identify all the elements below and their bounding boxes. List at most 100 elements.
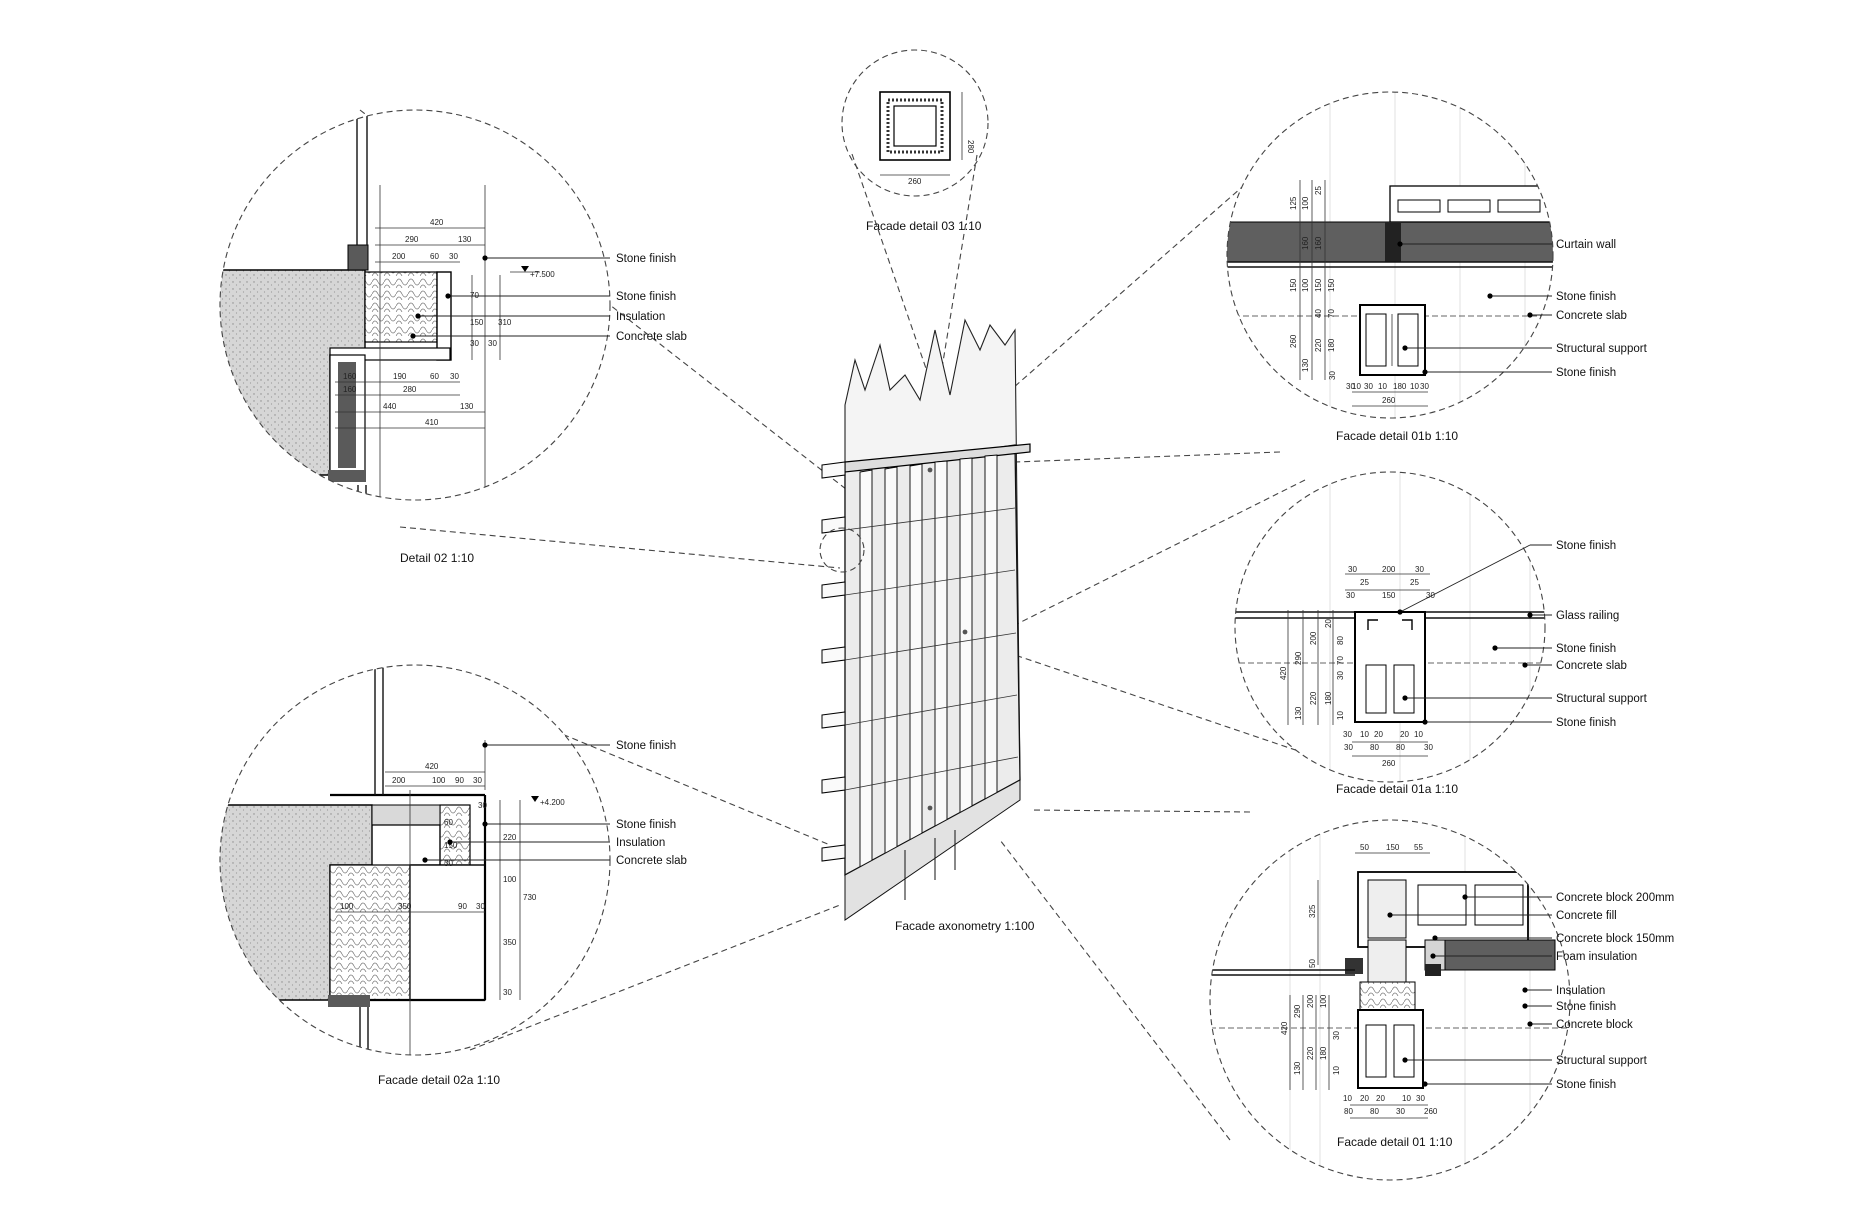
label-stone-finish: Stone finish xyxy=(616,291,676,303)
dim-text: 40 xyxy=(1314,309,1323,318)
dim-text: 30 xyxy=(478,801,487,810)
dim-text: 50 xyxy=(1360,843,1369,852)
dim-text: 200 xyxy=(1309,631,1318,645)
label-concrete-slab: Concrete slab xyxy=(616,855,687,867)
dim-text: 100 xyxy=(1301,196,1310,210)
dim-text: 30 xyxy=(1348,565,1357,574)
detail-02: 420 290 130 200 60 30 160 190 60 30 160 … xyxy=(219,109,687,565)
dim-text: 130 xyxy=(1294,706,1303,720)
dim-text: 150 xyxy=(1314,278,1323,292)
caption-detail-01b: Facade detail 01b 1:10 xyxy=(1336,429,1458,443)
detail-03: 260 280 Facade detail 03 1:10 xyxy=(841,49,989,233)
dim-text: 150 xyxy=(1289,278,1298,292)
dim-text: 220 xyxy=(1306,1046,1315,1060)
label-stone-finish: Stone finish xyxy=(1556,1079,1616,1091)
label-concrete-slab: Concrete slab xyxy=(1556,310,1627,322)
dim-text: 10 xyxy=(1410,382,1419,391)
caption-detail-01a: Facade detail 01a 1:10 xyxy=(1336,782,1458,796)
dim-text: 220 xyxy=(1309,691,1318,705)
dim-text: 10 xyxy=(1336,711,1345,720)
dim-text: 30 xyxy=(1336,671,1345,680)
dim-text: 180 xyxy=(1324,691,1333,705)
dim-text: 100 xyxy=(1301,278,1310,292)
dim-text: 150 xyxy=(1327,278,1336,292)
label-stone-finish: Stone finish xyxy=(1556,1001,1616,1013)
label-stone-finish: Stone finish xyxy=(616,819,676,831)
dim-text: 80 xyxy=(1344,1107,1353,1116)
caption-detail-01: Facade detail 01 1:10 xyxy=(1337,1135,1453,1149)
dim-text: 70 xyxy=(1327,309,1336,318)
dim-text: 310 xyxy=(498,318,512,327)
dim-text: 30 xyxy=(450,372,459,381)
dim-text: 30 xyxy=(470,339,479,348)
label-concrete-block-200mm: Concrete block 200mm xyxy=(1556,892,1674,904)
dim-text: 90 xyxy=(458,902,467,911)
dim-text: 30 xyxy=(1328,371,1337,380)
dim-text: 20 xyxy=(1400,730,1409,739)
caption-detail-02a: Facade detail 02a 1:10 xyxy=(378,1073,500,1087)
dim-text: 420 xyxy=(1280,1021,1289,1035)
dim-text: 180 xyxy=(1393,382,1407,391)
dim-text: 100 xyxy=(432,776,446,785)
label-stone-finish: Stone finish xyxy=(1556,643,1616,655)
dim-text: 60 xyxy=(430,372,439,381)
dim-text: 190 xyxy=(393,372,407,381)
label-structural-support: Structural support xyxy=(1556,343,1648,355)
dim-text: 30 xyxy=(1426,591,1435,600)
label-concrete-fill: Concrete fill xyxy=(1556,910,1617,922)
dim-text: 150 xyxy=(1382,591,1396,600)
dim-text: 30 xyxy=(1343,730,1352,739)
dim-text: 30 xyxy=(1424,743,1433,752)
dim-text: 150 xyxy=(444,841,458,850)
dim-text: 160 xyxy=(1301,236,1310,250)
dim-text: 160 xyxy=(343,372,357,381)
detail-01-dimensions: 50 150 55 325 50 100 200 290 420 30 220 … xyxy=(1280,843,1438,1116)
dim-text: 80 xyxy=(1396,743,1405,752)
dim-text: 30 xyxy=(473,776,482,785)
label-insulation: Insulation xyxy=(1556,985,1605,997)
dim-text: 260 xyxy=(908,177,922,186)
detail-02-leaders xyxy=(410,255,610,339)
dim-text: 30 xyxy=(1332,1031,1341,1040)
dim-text: 420 xyxy=(1279,666,1288,680)
dim-text: 325 xyxy=(1308,904,1317,918)
label-stone-finish: Stone finish xyxy=(1556,717,1616,729)
dim-text: 10 xyxy=(1402,1094,1411,1103)
dim-text: 410 xyxy=(425,418,439,427)
dim-text: 20 xyxy=(1324,619,1333,628)
detail-02a: 420 200 100 90 30 30 60 150 30 220 100 7… xyxy=(219,664,687,1087)
dim-text: 160 xyxy=(343,385,357,394)
dim-text: 260 xyxy=(1289,334,1298,348)
label-insulation: Insulation xyxy=(616,311,665,323)
dim-text: 290 xyxy=(405,235,419,244)
detail-01b: 125 100 25 160 160 150 100 150 150 40 70… xyxy=(1226,91,1648,443)
dim-text: 30 xyxy=(1344,743,1353,752)
label-concrete-slab: Concrete slab xyxy=(616,331,687,343)
detail-02a-leaders xyxy=(422,742,610,863)
label-foam-insulation: Foam insulation xyxy=(1556,951,1637,963)
label-stone-finish: Stone finish xyxy=(1556,540,1616,552)
dim-text: 200 xyxy=(392,252,406,261)
dim-text: 280 xyxy=(966,140,975,154)
detail-01a: 30 200 30 25 25 30 150 30 420 290 200 20… xyxy=(1234,471,1648,796)
dim-text: 290 xyxy=(1293,1004,1302,1018)
label-insulation: Insulation xyxy=(616,837,665,849)
label-stone-finish: Stone finish xyxy=(1556,291,1616,303)
caption-axonometry: Facade axonometry 1:100 xyxy=(895,919,1035,933)
dim-text: 220 xyxy=(1314,338,1323,352)
dim-text: 290 xyxy=(1294,651,1303,665)
dim-text: 130 xyxy=(1293,1061,1302,1075)
detail-02-dimensions: 420 290 130 200 60 30 160 190 60 30 160 … xyxy=(343,218,555,427)
dim-text: 70 xyxy=(1336,656,1345,665)
label-stone-finish: Stone finish xyxy=(1556,367,1616,379)
dim-text: 30 xyxy=(449,252,458,261)
dim-text: 20 xyxy=(1374,730,1383,739)
label-structural-support: Structural support xyxy=(1556,693,1648,705)
dim-text: 220 xyxy=(503,833,517,842)
detail-01a-leaders xyxy=(1397,544,1552,725)
dim-text: 25 xyxy=(1360,578,1369,587)
detail-01-leaders xyxy=(1387,894,1552,1087)
dim-text: 30 xyxy=(476,902,485,911)
